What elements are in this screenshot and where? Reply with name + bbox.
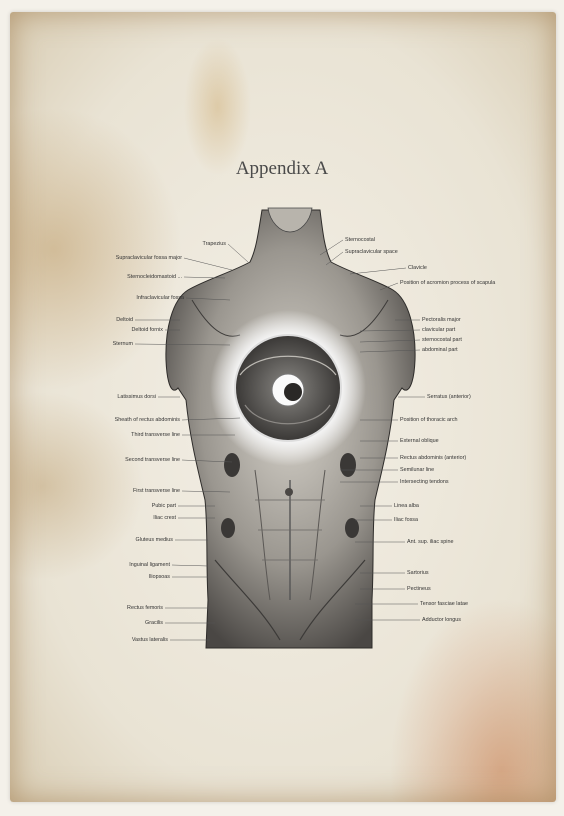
label-left: Supraclavicular fossa major xyxy=(116,255,182,261)
label-left: Rectus femoris xyxy=(127,605,163,611)
label-right: Sternocostal xyxy=(345,237,375,243)
label-right: Rectus abdominis (anterior) xyxy=(400,455,466,461)
label-right: Semilunar line xyxy=(400,467,434,473)
label-left: Gluteus medius xyxy=(136,537,174,543)
label-left: Trapezius xyxy=(203,241,227,247)
label-left: First transverse line xyxy=(133,488,180,494)
label-right: Serratus (anterior) xyxy=(427,394,471,400)
label-left: Third transverse line xyxy=(131,432,180,438)
label-left: Pubic part xyxy=(152,503,177,509)
label-left: Sternocleidomastoid ... xyxy=(127,274,182,280)
label-right: Tensor fasciae latae xyxy=(420,601,468,607)
label-left: Infraclavicular fossa xyxy=(136,295,184,301)
label-right: Pectineus xyxy=(407,586,431,592)
label-left: Latissimus dorsi xyxy=(117,394,156,400)
label-right: Supraclavicular space xyxy=(345,249,398,255)
label-right: Sartorius xyxy=(407,570,429,576)
label-right: Position of thoracic arch xyxy=(400,417,458,423)
label-left: Inguinal ligament xyxy=(129,562,170,568)
label-right: Ant. sup. iliac spine xyxy=(407,539,453,545)
label-left: Sheath of rectus abdominis xyxy=(115,417,181,423)
navel xyxy=(285,488,293,496)
label-left: Iliopsoas xyxy=(149,574,171,580)
label-left: Second transverse line xyxy=(125,457,180,463)
label-right: Pectoralis major xyxy=(422,317,461,323)
label-right: sternocostal part xyxy=(422,337,462,343)
label-right: Intersecting tendons xyxy=(400,479,449,485)
label-right: Adductor longus xyxy=(422,617,461,623)
label-left: Deltoid fornix xyxy=(132,327,164,333)
label-right: abdominal part xyxy=(422,347,458,353)
label-right: Linea alba xyxy=(394,503,419,509)
label-left: Iliac crest xyxy=(153,515,176,521)
label-right: Clavicle xyxy=(408,265,427,271)
label-left: Deltoid xyxy=(116,317,133,323)
chest-cutout xyxy=(210,310,366,466)
label-left: Vastus lateralis xyxy=(132,637,168,643)
label-right: clavicular part xyxy=(422,327,456,333)
label-left: Gracilis xyxy=(145,620,163,626)
label-right: Iliac fossa xyxy=(394,517,418,523)
label-right: Position of acromion process of scapula xyxy=(400,280,495,286)
label-right: External oblique xyxy=(400,438,439,444)
label-left: Sternum xyxy=(113,341,134,347)
